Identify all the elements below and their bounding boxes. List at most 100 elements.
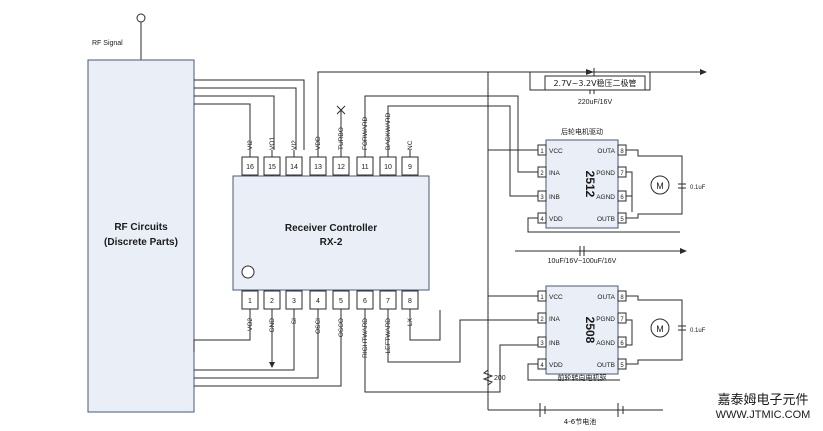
controller-top-pin-name: VO1	[269, 137, 276, 150]
driver-right-pin-number: 5	[620, 363, 624, 369]
controller-top-pin-name: NC	[407, 140, 414, 150]
wiring	[193, 68, 707, 417]
motor-top-label: M	[656, 181, 664, 191]
driver-left-pin-number: 1	[540, 149, 544, 155]
controller-top-pin-number: 12	[337, 164, 345, 171]
antenna: RF Signal	[92, 13, 146, 60]
driver-right-pin-name: OUTB	[597, 216, 615, 223]
driver-right-pin: 6 AGND	[596, 336, 627, 348]
driver-left-pin: 3 INB	[537, 190, 560, 202]
driver-right-pin: 5 OUTB	[597, 212, 627, 224]
receiver-controller: Receiver Controller RX-2 16VI215VO114VI2…	[232, 112, 430, 358]
pin1-notch	[241, 265, 255, 279]
controller-top-pin-number: 10	[384, 164, 392, 171]
driver-right-pin-number: 5	[620, 217, 624, 223]
driver-left-pin: 1 VCC	[537, 144, 563, 156]
driver-left-pin-number: 2	[540, 317, 544, 323]
driver-left-pin-number: 2	[540, 171, 544, 177]
driver-left-pin: 4 VDD	[537, 212, 563, 224]
driver-right-pin-name: AGND	[596, 340, 615, 347]
driver-left-pin-number: 3	[540, 195, 544, 201]
controller-part: RX-2	[320, 237, 343, 248]
driver-left-pin-number: 3	[540, 341, 544, 347]
driver-top-caption: 后轮电机驱动	[561, 127, 603, 136]
controller-bottom-pin-number: 6	[363, 298, 367, 305]
cap-top-motor-label: 0.1uF	[690, 185, 706, 191]
driver-right-pin: 6 AGND	[596, 190, 627, 202]
driver-left-pin: 2 INA	[537, 166, 561, 178]
rf-circuits-block: RF Circuits (Discrete Parts)	[87, 59, 195, 413]
controller-top-pin: 15 VO1	[263, 137, 281, 176]
motor-top	[650, 175, 670, 195]
antenna-label: RF Signal	[92, 40, 123, 47]
rf-block-title: RF Circuits	[114, 222, 168, 233]
driver-left-pin-name: VCC	[549, 294, 563, 301]
driver-right-pin: 7 PGND	[596, 166, 627, 178]
driver-left-pin-number: 4	[540, 363, 544, 369]
controller-bottom-pin-number: 5	[339, 298, 343, 305]
controller-top-pin-number: 13	[314, 164, 322, 171]
driver-right-pin-name: OUTA	[597, 294, 615, 301]
watermark-url: WWW.JTMIC.COM	[716, 409, 811, 421]
driver-right-pin-number: 7	[620, 171, 624, 177]
driver-left-pin-number: 4	[540, 217, 544, 223]
controller-top-pin-number: 11	[361, 164, 368, 171]
rf-block-subtitle: (Discrete Parts)	[104, 237, 178, 248]
controller-bottom-pin-number: 3	[292, 298, 296, 305]
driver-right-pin-number: 7	[620, 317, 624, 323]
driver-left-pin-name: VDD	[549, 216, 563, 223]
driver-left-pin-number: 1	[540, 295, 544, 301]
driver-left-pin: 2 INA	[537, 312, 561, 324]
driver-top-part: 2512	[583, 171, 597, 198]
controller-title: Receiver Controller	[285, 223, 377, 234]
cap-mid-label: 10uF/16V~100uF/16V	[548, 258, 617, 265]
driver-left-pin-name: INB	[549, 340, 560, 347]
driver-bottom-caption: 前轮转向电机驱	[558, 373, 607, 382]
motor-bottom-label: M	[656, 324, 664, 334]
driver-bottom-part: 2508	[583, 317, 597, 344]
controller-bottom-pin-number: 2	[270, 298, 274, 305]
driver-right-pin-name: AGND	[596, 194, 615, 201]
controller-top-pin-number: 16	[246, 164, 254, 171]
watermark-cn: 嘉泰姆电子元件	[717, 393, 808, 408]
driver-right-pin-name: PGND	[596, 316, 615, 323]
driver-right-pin-number: 8	[620, 295, 624, 301]
controller-top-pin-number: 14	[290, 164, 298, 171]
driver-left-pin: 1 VCC	[537, 290, 563, 302]
driver-left-pin-name: INB	[549, 194, 560, 201]
zener-box: 2.7V~3.2V稳压二极管 220uF/16V	[544, 75, 646, 106]
battery-label: 4-6节电池	[564, 417, 596, 426]
driver-right-pin-number: 6	[620, 195, 624, 201]
controller-top-pin-number: 15	[268, 164, 276, 171]
driver-right-pin: 7 PGND	[596, 312, 627, 324]
controller-top-pin-number: 9	[408, 164, 412, 171]
controller-top-pin-name: VI2	[291, 140, 298, 150]
motor-bottom	[650, 318, 670, 338]
resistor-label: 200	[494, 375, 506, 382]
controller-bottom-pin-number: 7	[386, 298, 390, 305]
controller-top-pin: 14 VI2	[285, 140, 303, 176]
driver-right-pin-number: 6	[620, 341, 624, 347]
controller-bottom-pin-number: 8	[408, 298, 412, 305]
driver-left-pin-name: INA	[549, 316, 561, 323]
driver-left-pin-name: INA	[549, 170, 561, 177]
driver-right-pin-name: PGND	[596, 170, 615, 177]
driver-right-pin: 5 OUTB	[597, 358, 627, 370]
driver-left-pin: 3 INB	[537, 336, 560, 348]
controller-top-pin: 9 NC	[401, 140, 419, 176]
controller-bottom-pin-number: 1	[248, 298, 252, 305]
cap-bottom-motor-label: 0.1uF	[690, 328, 706, 334]
controller-bottom-pin-number: 4	[316, 298, 320, 305]
driver-right-pin: 8 OUTA	[597, 290, 627, 302]
watermark: 嘉泰姆电子元件 WWW.JTMIC.COM	[716, 393, 811, 421]
driver-right-pin-name: OUTA	[597, 148, 615, 155]
cap-top-label: 220uF/16V	[578, 99, 613, 106]
driver-right-pin-name: OUTB	[597, 362, 615, 369]
driver-left-pin-name: VCC	[549, 148, 563, 155]
